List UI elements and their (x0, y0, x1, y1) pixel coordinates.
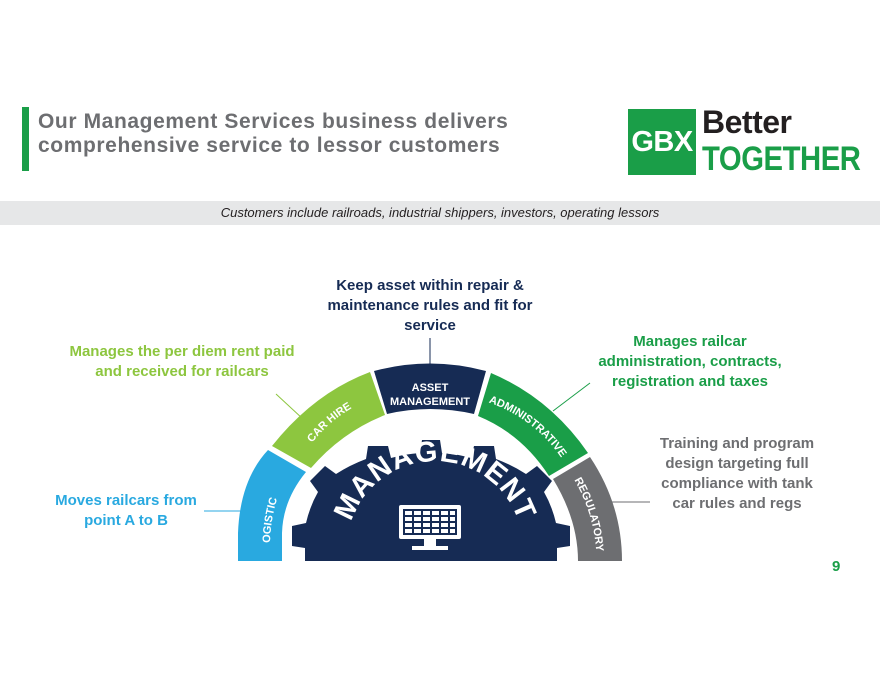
logo-tagline-better: Better (702, 104, 792, 140)
gbx-logo: GBX Better TOGETHER (628, 104, 863, 178)
segment-regulatory (553, 457, 622, 561)
connector-car-hire (275, 393, 304, 420)
callout-administrative: Manages railcar administration, contract… (598, 333, 782, 390)
segment-car-hire (272, 372, 385, 468)
callout-car-hire: Manages the per diem rent paid and recei… (69, 343, 295, 380)
segment-label-asset-line2: MANAGEMENT (390, 396, 470, 408)
logo-tagline-together: TOGETHER (702, 140, 861, 178)
page-title: Our Management Services business deliver… (38, 110, 509, 157)
monitor-icon (399, 505, 461, 550)
subtitle: Customers include railroads, industrial … (220, 205, 660, 220)
title-accent-bar (22, 107, 29, 171)
segment-asset-management (374, 363, 486, 414)
connector-administrative (552, 382, 591, 412)
segment-label-asset-line1: ASSET (412, 382, 449, 394)
management-gear (292, 440, 570, 561)
segment-administrative (478, 373, 588, 476)
segment-logistics (238, 450, 306, 561)
segment-label-logistics: LOGISTICS (0, 0, 280, 543)
gbx-logo-box: GBX (628, 109, 696, 175)
callout-regulatory: Training and program design targeting fu… (659, 435, 815, 512)
callout-logistics: Moves railcars from point A to B (55, 492, 197, 529)
callout-asset-management: Keep asset within repair & maintenance r… (327, 277, 533, 334)
subtitle-band: Customers include railroads, industrial … (0, 201, 880, 225)
page-number: 9 (832, 558, 841, 575)
